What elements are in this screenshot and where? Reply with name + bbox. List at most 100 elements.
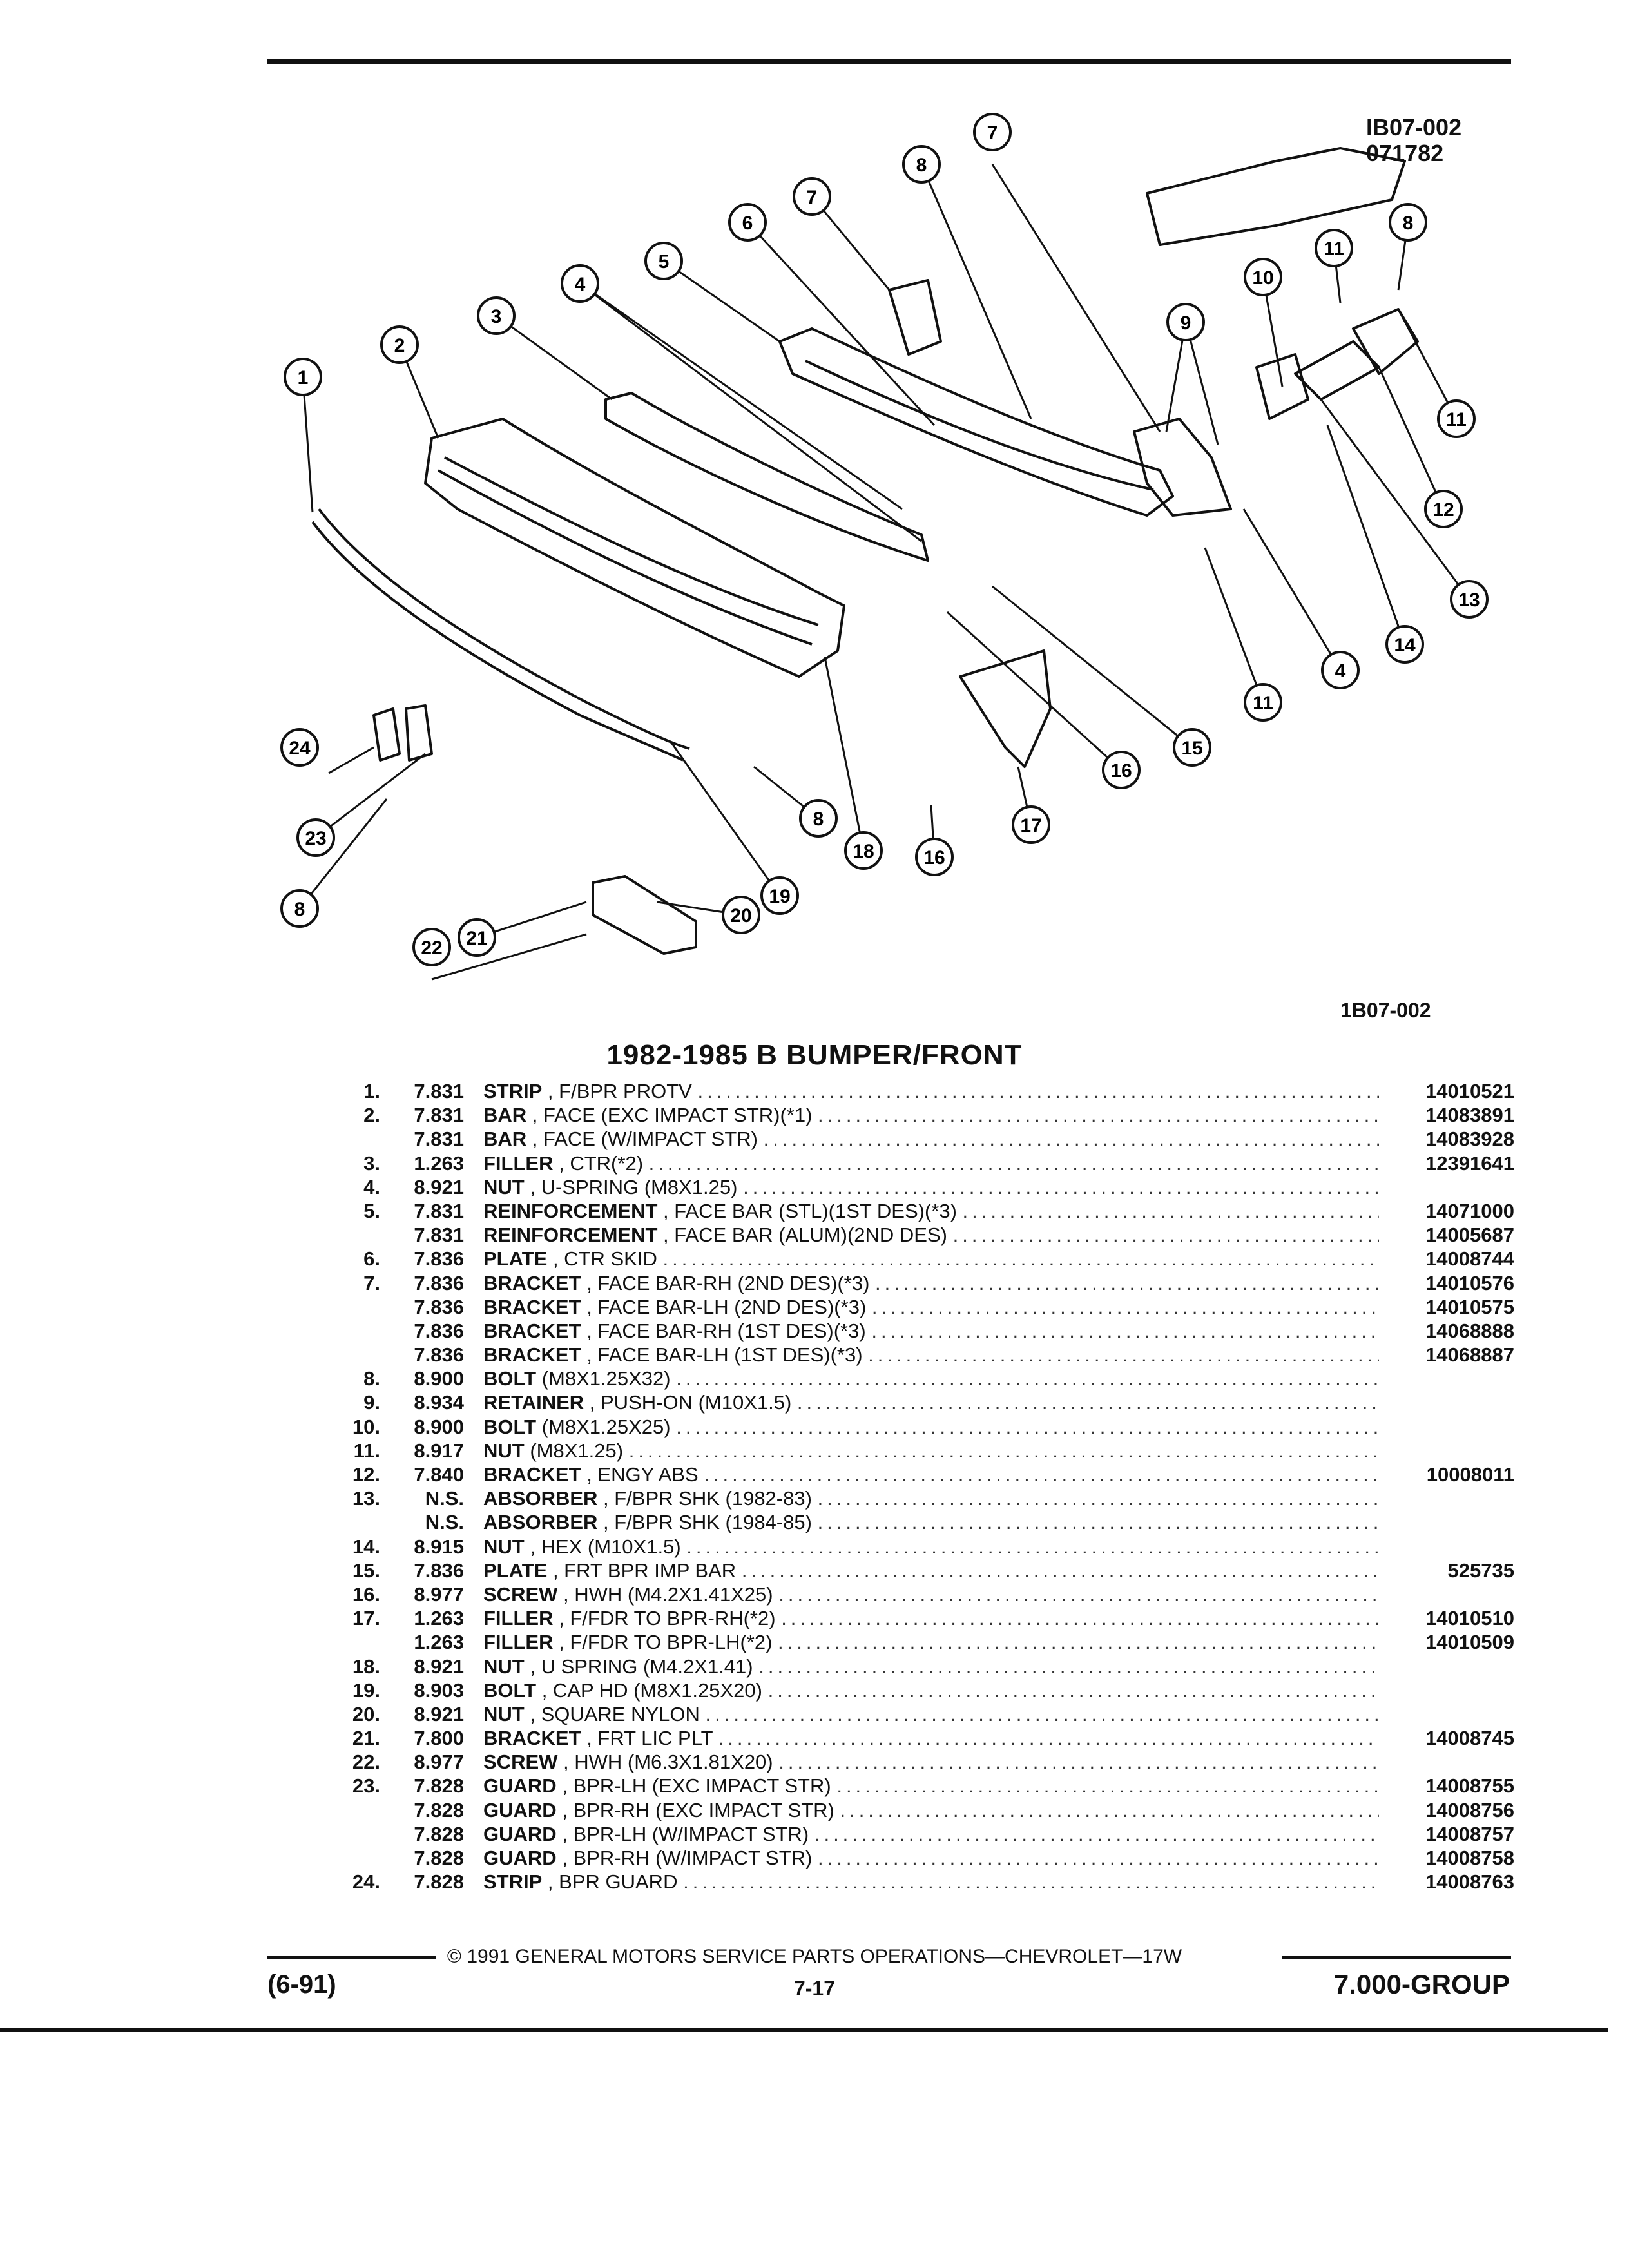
item-description: REINFORCEMENT , FACE BAR (STL)(1ST DES)(… — [483, 1199, 1379, 1223]
item-part-number: 14005687 — [1425, 1224, 1514, 1247]
item-name: BRACKET — [483, 1727, 581, 1750]
part-license-bracket — [592, 875, 697, 955]
item-code: 1.263 — [414, 1631, 464, 1654]
item-index: 6. — [363, 1247, 380, 1271]
svg-text:11: 11 — [1446, 409, 1467, 430]
item-name: FILLER — [483, 1631, 554, 1654]
item-part-number: 14083891 — [1425, 1104, 1514, 1127]
item-code: 8.977 — [414, 1751, 464, 1774]
svg-text:7: 7 — [987, 122, 998, 144]
svg-text:4: 4 — [1335, 660, 1346, 682]
item-code: 8.915 — [414, 1535, 464, 1558]
item-name: NUT — [483, 1439, 525, 1462]
item-index: 17. — [352, 1607, 380, 1630]
item-spec: (M8X1.25) — [530, 1439, 624, 1462]
callout: 2 — [380, 325, 419, 364]
item-name: BRACKET — [483, 1295, 581, 1318]
item-part-number: 14008757 — [1425, 1822, 1514, 1845]
item-index: 23. — [352, 1774, 380, 1798]
item-spec: , FACE BAR (STL)(1ST DES)(*3) — [663, 1199, 957, 1222]
item-code: 8.921 — [414, 1655, 464, 1678]
leader-dots: ........................................… — [796, 1391, 1379, 1414]
callout: 21 — [458, 918, 496, 957]
item-spec: , SQUARE NYLON — [530, 1702, 700, 1725]
item-index: 4. — [363, 1175, 380, 1198]
item-spec: , HWH (M4.2X1.41X25) — [563, 1582, 773, 1606]
item-part-number: 14083928 — [1425, 1128, 1514, 1151]
item-index: 22. — [352, 1751, 380, 1774]
callout: 7 — [973, 113, 1012, 151]
svg-text:19: 19 — [769, 886, 790, 907]
item-index: 1. — [363, 1080, 380, 1102]
item-code: 7.836 — [414, 1271, 464, 1294]
item-description: PLATE , FRT BPR IMP BAR ................… — [483, 1559, 1379, 1582]
item-part-number: 14008763 — [1425, 1870, 1514, 1894]
leader-dots: ........................................… — [817, 1847, 1379, 1869]
item-name: REINFORCEMENT — [483, 1224, 658, 1247]
item-description: BRACKET , ENGY ABS .....................… — [483, 1463, 1379, 1486]
part-center-filler — [604, 392, 929, 562]
part-strip-inner — [318, 508, 690, 750]
item-index: 7. — [363, 1271, 380, 1294]
part-frame-rail — [1146, 147, 1406, 246]
item-code: 7.836 — [414, 1559, 464, 1582]
leader-dots: ........................................… — [871, 1319, 1379, 1342]
item-spec: , F/FDR TO BPR-RH(*2) — [559, 1607, 776, 1630]
leader-dots: ........................................… — [962, 1199, 1379, 1222]
item-name: SCREW — [483, 1582, 558, 1606]
item-description: GUARD , BPR-LH (W/IMPACT STR) ..........… — [483, 1822, 1379, 1846]
item-index: 2. — [363, 1104, 380, 1127]
svg-text:18: 18 — [853, 841, 874, 862]
item-part-number: 10008011 — [1426, 1463, 1514, 1486]
svg-text:1: 1 — [298, 367, 309, 389]
callout: 8 — [1389, 203, 1427, 242]
leader-dots: ........................................… — [743, 1175, 1379, 1198]
item-part-number: 14071000 — [1425, 1199, 1514, 1222]
item-description: BRACKET , FRT LIC PLT ..................… — [483, 1726, 1379, 1750]
item-description: FILLER , CTR(*2) .......................… — [483, 1151, 1379, 1175]
svg-text:8: 8 — [916, 155, 927, 176]
leader-dots: ........................................… — [875, 1271, 1379, 1294]
item-code: 7.800 — [414, 1727, 464, 1750]
svg-text:3: 3 — [491, 306, 502, 327]
callout: 24 — [280, 728, 319, 767]
part-reinforcement-detail — [805, 360, 1154, 491]
item-part-number: 14008745 — [1425, 1727, 1514, 1750]
item-index: 8. — [363, 1367, 380, 1390]
item-spec: , FACE BAR-LH (2ND DES)(*3) — [586, 1295, 867, 1318]
item-description: REINFORCEMENT , FACE BAR (ALUM)(2ND DES)… — [483, 1223, 1379, 1247]
item-name: FILLER — [483, 1607, 554, 1630]
item-index: 11. — [353, 1439, 380, 1462]
item-code: 8.917 — [414, 1439, 464, 1462]
svg-text:8: 8 — [813, 809, 824, 830]
item-spec: , FACE BAR-LH (1ST DES)(*3) — [586, 1343, 863, 1367]
item-index: 16. — [352, 1582, 380, 1606]
svg-text:15: 15 — [1181, 738, 1202, 759]
item-spec: , BPR-LH (W/IMPACT STR) — [562, 1822, 809, 1845]
footer-group: 7.000-GROUP — [1333, 1969, 1510, 1999]
callout: 6 — [728, 203, 767, 242]
svg-text:9: 9 — [1181, 312, 1191, 334]
item-code: N.S. — [425, 1511, 464, 1534]
item-name: GUARD — [483, 1798, 557, 1821]
svg-text:4: 4 — [575, 274, 586, 295]
svg-text:8: 8 — [1403, 213, 1414, 234]
leader-dots: ........................................… — [781, 1607, 1379, 1630]
callout: 19 — [760, 876, 799, 915]
callout: 8 — [799, 799, 838, 838]
item-name: BOLT — [483, 1678, 537, 1702]
item-description: STRIP , BPR GUARD ......................… — [483, 1870, 1379, 1894]
leader-dots: ........................................… — [758, 1655, 1379, 1678]
part-face-bar — [424, 418, 845, 678]
item-code: 1.263 — [414, 1151, 464, 1175]
item-code: 7.836 — [414, 1247, 464, 1271]
